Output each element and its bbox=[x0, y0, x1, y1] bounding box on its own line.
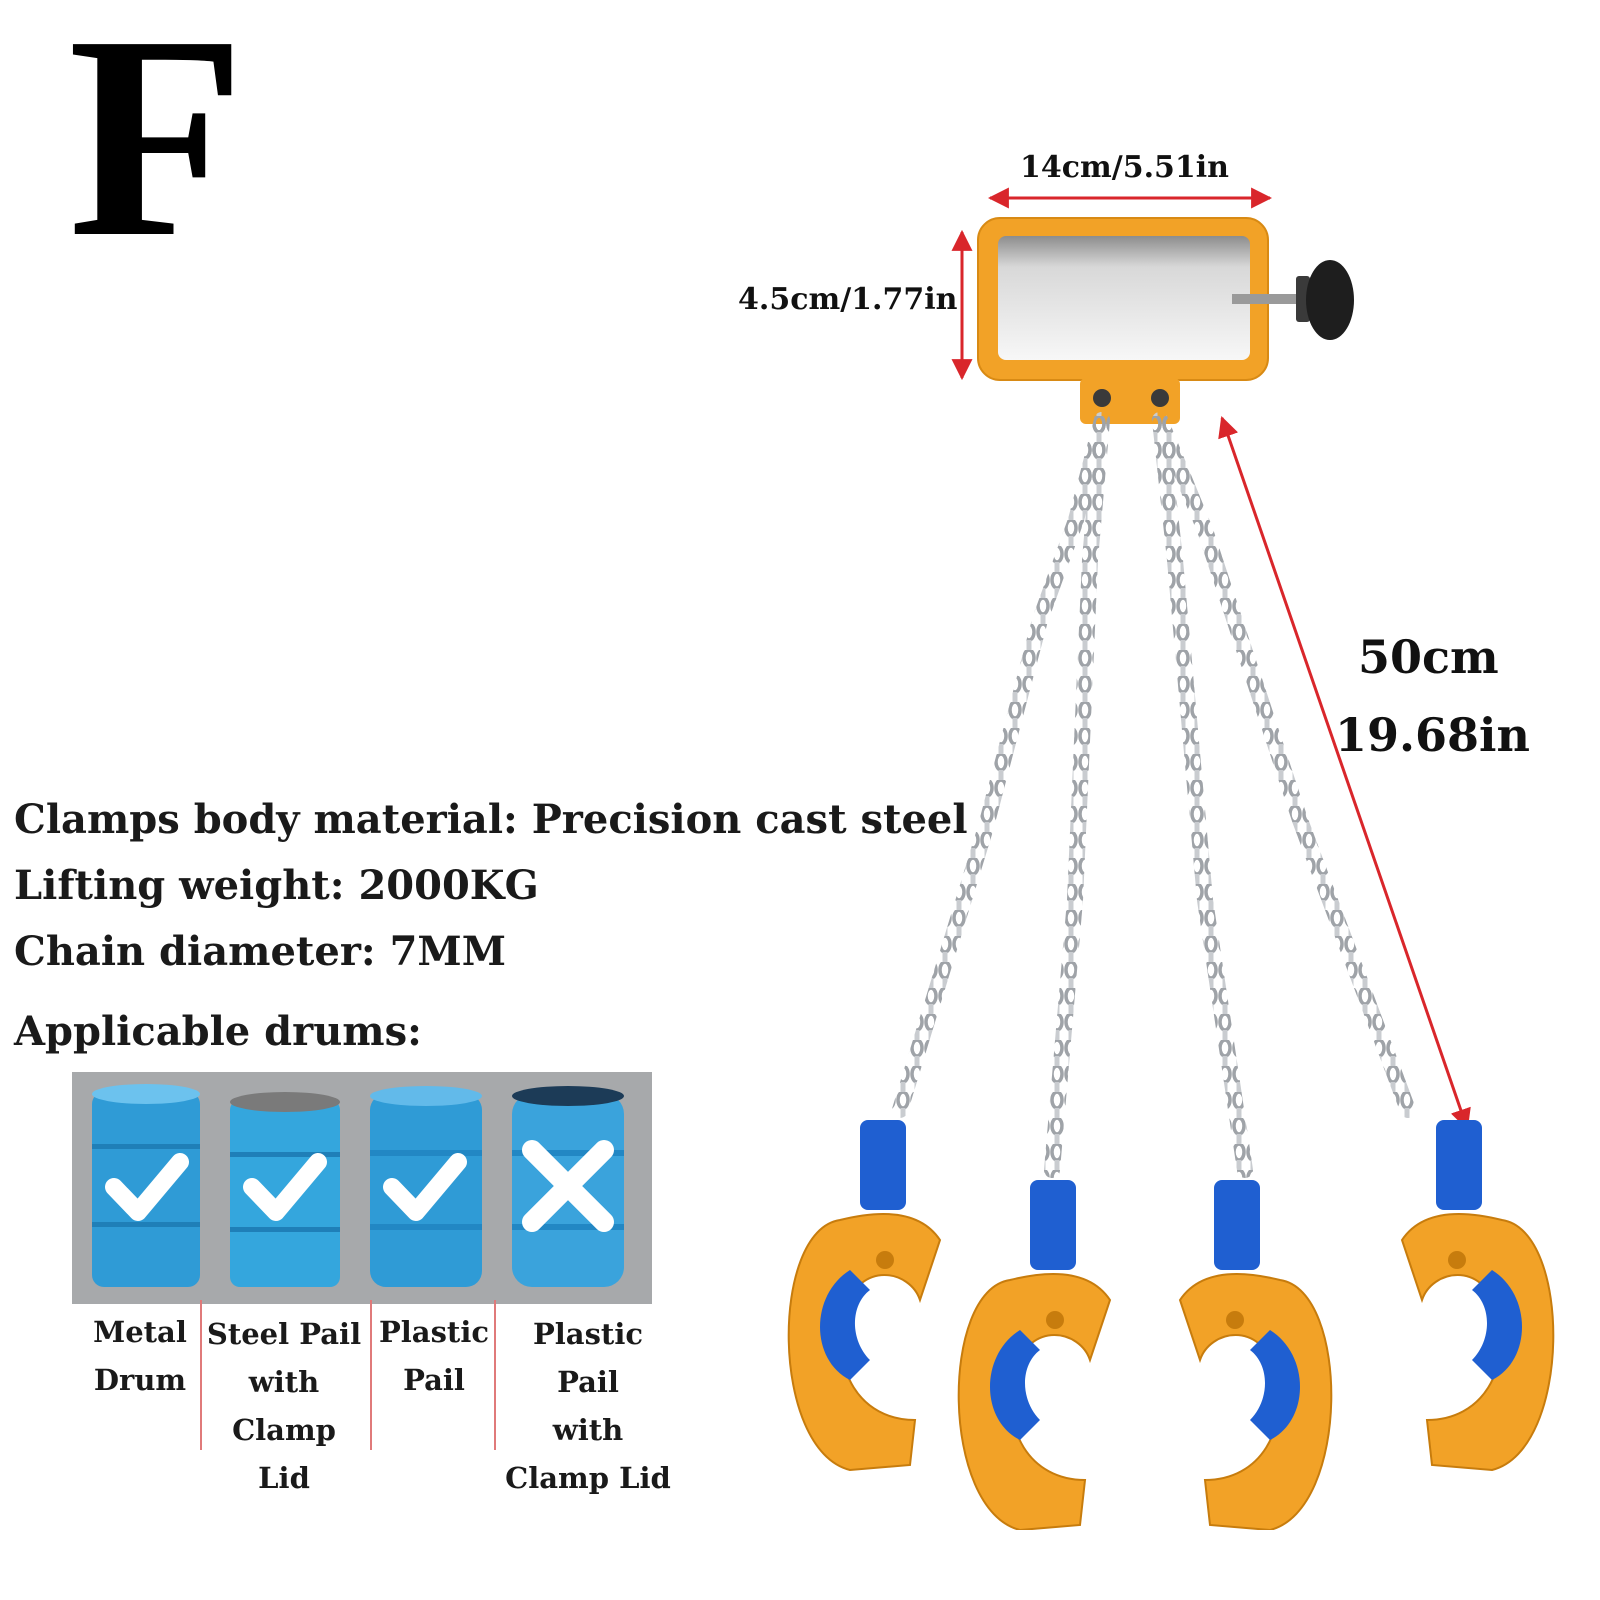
steel-pail-image bbox=[230, 1092, 340, 1287]
label-separator bbox=[494, 1300, 496, 1450]
drum-lifter-illustration bbox=[787, 187, 1555, 1530]
drum-label-steel-pail: Steel Pail with Clamp Lid bbox=[206, 1317, 362, 1495]
drum-label-metal-drum: Metal Drum bbox=[93, 1315, 187, 1397]
chains bbox=[892, 412, 1416, 1178]
width-dimension-label: 14cm/5.51in bbox=[1020, 150, 1229, 185]
drum-panel bbox=[72, 1072, 652, 1304]
check-icon bbox=[105, 1153, 189, 1221]
chain-length-dimension-arrow bbox=[1218, 416, 1471, 1130]
spec-lifting-weight: Lifting weight: 2000KG bbox=[14, 862, 539, 909]
top-frame bbox=[977, 217, 1354, 424]
drum-label-plastic-pail-clamp-lid: Plastic Pail with Clamp Lid bbox=[505, 1317, 671, 1495]
clamp-4 bbox=[1400, 1120, 1555, 1472]
height-dimension-label: 4.5cm/1.77in bbox=[738, 282, 958, 317]
label-separator bbox=[200, 1300, 202, 1450]
check-icon bbox=[383, 1153, 467, 1221]
metal-drum-image bbox=[92, 1084, 200, 1287]
spec-material: Clamps body material: Precision cast ste… bbox=[14, 796, 968, 843]
plastic-pail-clamp-lid-image bbox=[512, 1086, 624, 1287]
plastic-pail-image bbox=[370, 1086, 482, 1287]
clamp-3 bbox=[1178, 1180, 1333, 1530]
clamp-1 bbox=[787, 1120, 942, 1472]
applicable-drums-title: Applicable drums: bbox=[14, 1008, 422, 1055]
check-icon bbox=[243, 1153, 327, 1221]
clamp-2 bbox=[957, 1180, 1112, 1530]
variant-letter: F bbox=[68, 0, 246, 297]
cross-icon bbox=[522, 1140, 614, 1232]
knob-icon bbox=[1306, 260, 1354, 340]
label-separator bbox=[370, 1300, 372, 1450]
drum-label-plastic-pail: Plastic Pail bbox=[378, 1315, 489, 1397]
spec-chain-diameter: Chain diameter: 7MM bbox=[14, 928, 506, 975]
